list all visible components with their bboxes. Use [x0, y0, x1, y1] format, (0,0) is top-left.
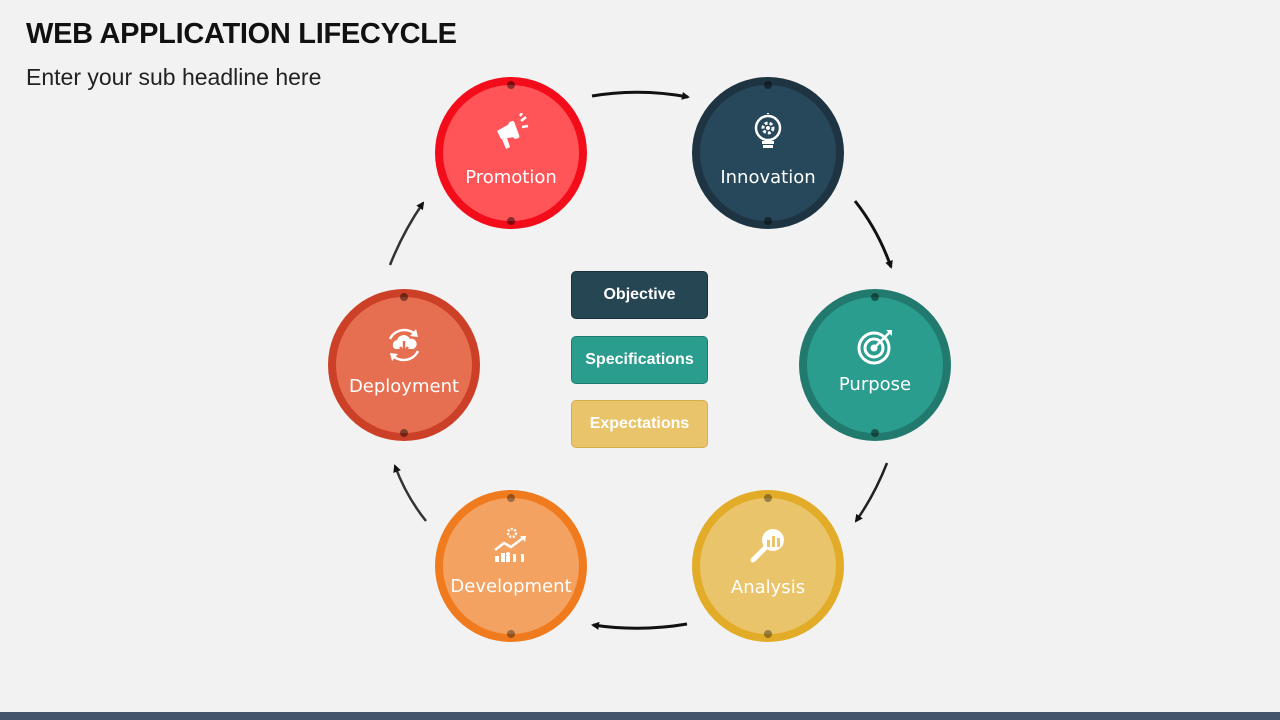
objective-label: Objective	[603, 286, 676, 303]
growth-chart-icon	[494, 527, 526, 562]
page-subtitle: Enter your sub headline here	[26, 64, 322, 90]
deployment-label: Deployment	[348, 376, 460, 397]
purpose-label: Purpose	[838, 374, 912, 395]
cloud-cycle-icon	[388, 328, 420, 362]
megaphone-icon	[497, 113, 529, 149]
development-node	[435, 490, 587, 642]
arrow-analysis-to-development	[591, 621, 688, 630]
arrow-development-to-deployment	[393, 464, 427, 522]
promotion-label: Promotion	[465, 167, 557, 188]
page-title: WEB APPLICATION LIFECYCLE	[26, 18, 457, 50]
target-icon	[857, 330, 892, 365]
deployment-node	[328, 289, 480, 441]
objective-box: Objective	[571, 271, 708, 319]
arrow-deployment-to-promotion	[388, 201, 425, 266]
arrow-promotion-to-innovation	[591, 90, 690, 100]
specifications-box: Specifications	[571, 336, 708, 384]
promotion-node	[435, 77, 587, 229]
magnifier-chart-icon	[750, 529, 784, 563]
bottom-bar	[0, 712, 1280, 720]
expectations-label: Expectations	[589, 415, 690, 432]
arrow-purpose-to-analysis	[854, 462, 889, 523]
innovation-label: Innovation	[720, 167, 816, 188]
analysis-label: Analysis	[730, 577, 806, 598]
purpose-node	[799, 289, 951, 441]
specifications-label: Specifications	[585, 351, 694, 368]
development-label: Development	[450, 576, 572, 597]
expectations-box: Expectations	[571, 400, 708, 448]
analysis-node	[692, 490, 844, 642]
lightbulb-gear-icon	[754, 113, 782, 148]
innovation-node	[692, 77, 844, 229]
arrow-innovation-to-purpose	[853, 200, 893, 269]
